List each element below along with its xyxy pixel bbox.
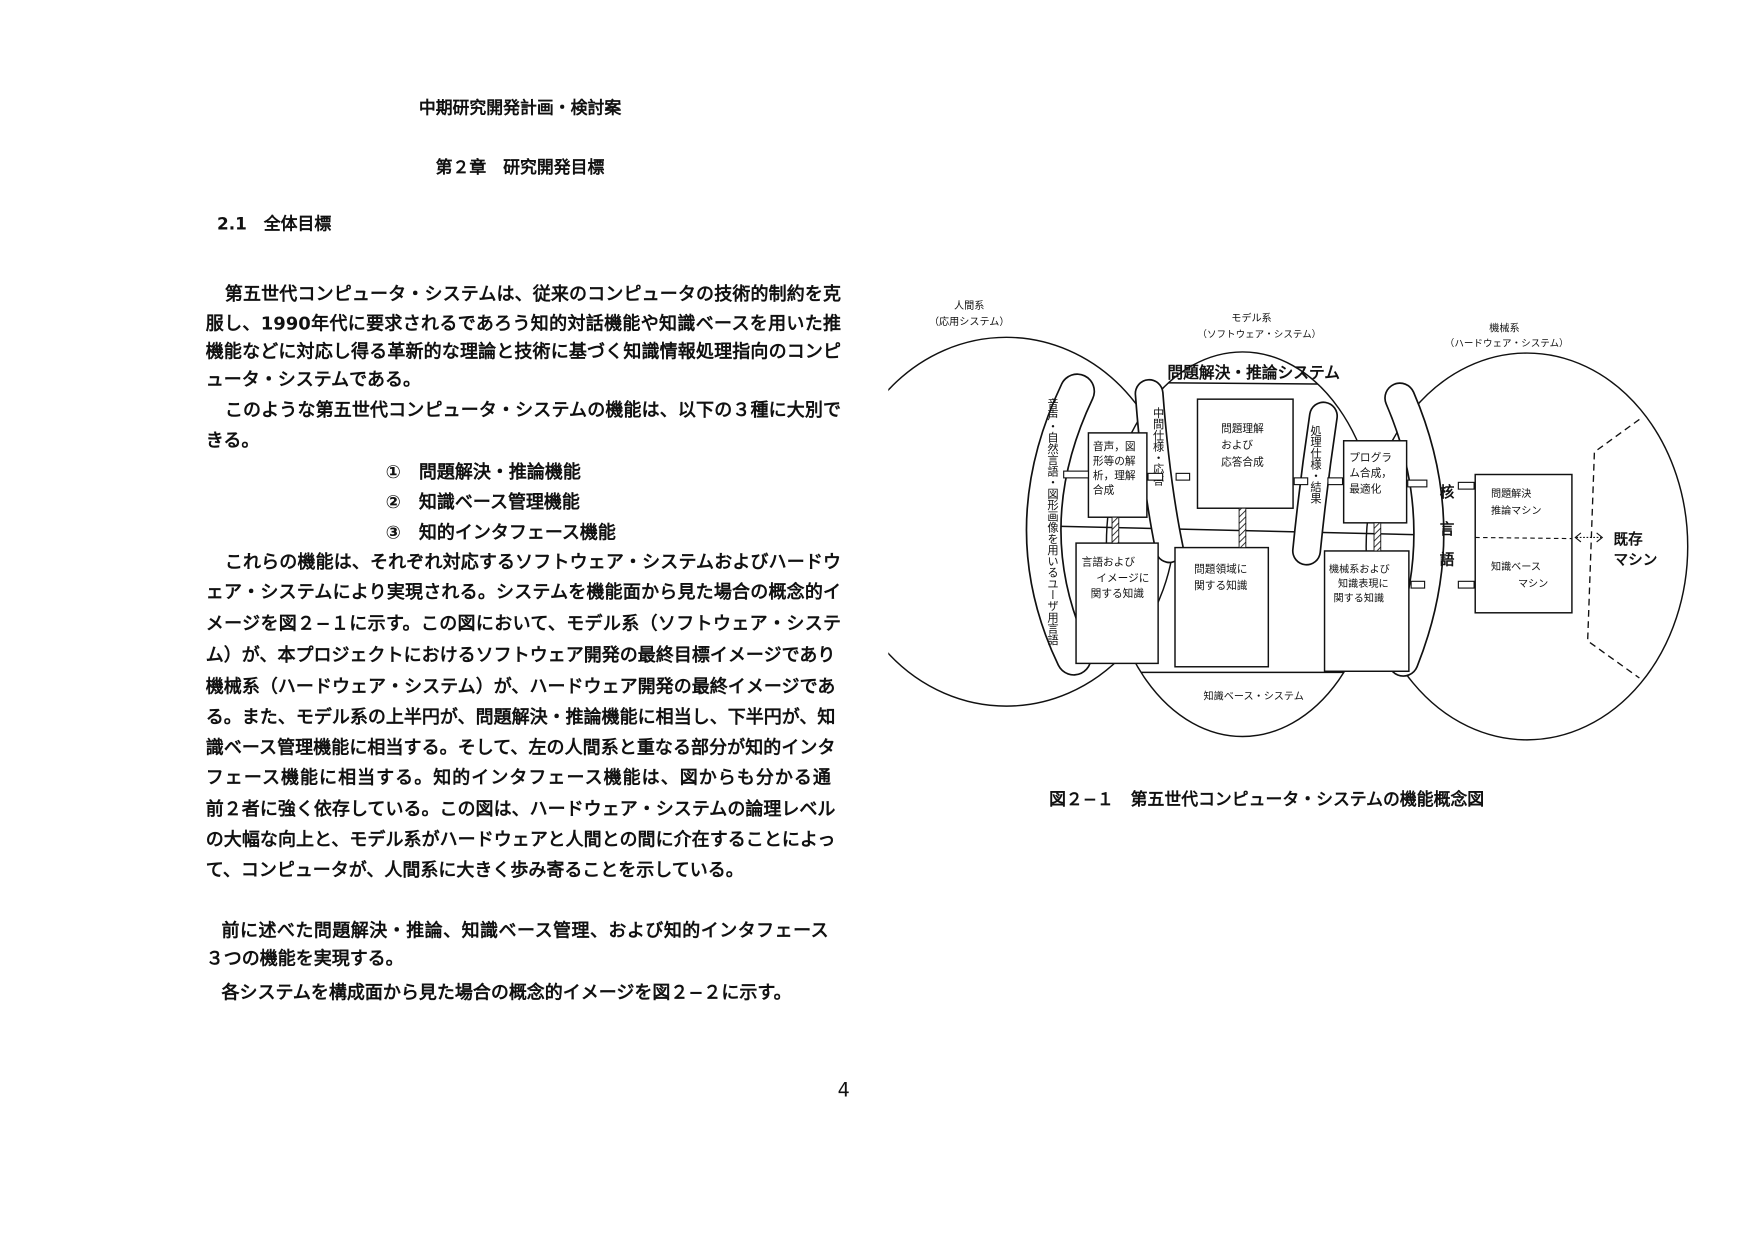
existing-machine-label: 既存 bbox=[1614, 530, 1644, 548]
analysis-line: 形等の解 bbox=[1093, 454, 1136, 467]
text-line: 第五世代コンピュータ・システムは、従来のコンピュータの技術的制約を克 bbox=[224, 283, 842, 305]
double-arrow-icon bbox=[1293, 477, 1309, 486]
machine-system-subtitle: （ハードウェア・システム） bbox=[1445, 337, 1569, 349]
text-line: 機能などに対応し得る革新的な理論と技術に基づく知識情報処理指向のコンピ bbox=[205, 340, 842, 363]
hatched-arrow-icon bbox=[1111, 516, 1120, 544]
chapter-heading: 第２章 研究開発目標 bbox=[435, 157, 605, 178]
machine-knowledge-line: 関する知識 bbox=[1334, 592, 1385, 605]
machine-system-circle bbox=[1365, 352, 1689, 741]
double-arrow-icon bbox=[1457, 481, 1475, 490]
list-item: ② 知識ベース管理機能 bbox=[385, 491, 580, 513]
list-item: ③ 知的インタフェース機能 bbox=[385, 521, 616, 544]
problem-understanding-line: および bbox=[1221, 439, 1253, 452]
problem-understanding-line: 応答合成 bbox=[1221, 456, 1264, 469]
double-arrow-icon bbox=[1410, 580, 1426, 589]
text-line: このような第五世代コンピュータ・システムの機能は、以下の３種に大別で bbox=[224, 399, 842, 421]
double-arrow-icon bbox=[1147, 472, 1164, 481]
language-knowledge-box bbox=[1075, 542, 1159, 665]
dotted-double-arrow-icon bbox=[1574, 532, 1604, 543]
kb-machine-line: マシン bbox=[1518, 579, 1548, 590]
double-arrow-icon bbox=[1175, 472, 1191, 481]
language-knowledge-line: 言語および bbox=[1082, 556, 1136, 569]
text-line: ム）が、本プロジェクトにおけるソフトウェア開発の最終目標イメージであり bbox=[205, 644, 836, 666]
existing-machine-label: マシン bbox=[1614, 551, 1658, 568]
machine-knowledge-line: 知識表現に bbox=[1338, 577, 1389, 590]
upper-system-label: 問題解決・推論システム bbox=[1167, 363, 1340, 382]
text-line: きる。 bbox=[205, 429, 260, 451]
program-synthesis-line: 最適化 bbox=[1349, 482, 1381, 495]
text-line: の大幅な向上と、モデル系がハードウェアと人間との間に介在することによっ bbox=[205, 828, 836, 851]
program-synthesis-box bbox=[1342, 440, 1408, 524]
text-line: 各システムを構成面から見た場合の概念的イメージを図２−２に示す。 bbox=[221, 981, 792, 1003]
document-title: 中期研究開発計画・検討案 bbox=[418, 97, 622, 119]
analysis-line: 音声，図 bbox=[1093, 440, 1136, 453]
text-line: 識ベース管理機能に相当する。そして、左の人間系と重なる部分が知的インタ bbox=[205, 736, 836, 758]
processing-spec-pill bbox=[1291, 401, 1339, 566]
double-arrow-icon bbox=[1327, 477, 1344, 486]
hatched-arrow-icon bbox=[1373, 522, 1382, 552]
problem-understanding-line: 問題理解 bbox=[1221, 422, 1264, 435]
intermediate-spec-label: 中間仕様・応答 bbox=[1152, 407, 1165, 486]
analysis-line: 合成 bbox=[1093, 484, 1115, 497]
user-language-label: 音声・自然言語・図形画像を用いるユーザ用言語 bbox=[1046, 397, 1059, 646]
text-line: 服し、1990年代に要求されるであろう知的対話機能や知識ベースを用いた推論 bbox=[205, 312, 842, 334]
text-line: これらの機能は、それぞれ対応するソフトウェア・システムおよびハードウ bbox=[224, 550, 842, 573]
text-line: 機械系（ハードウェア・システム）が、ハードウェア開発の最終イメージであ bbox=[205, 675, 836, 698]
machine-box bbox=[1474, 473, 1573, 614]
inference-machine-line: 問題解決 bbox=[1491, 487, 1531, 500]
hatched-arrow-icon bbox=[1238, 507, 1247, 549]
kernel-language-pill bbox=[1384, 382, 1445, 677]
existing-machine-boundary bbox=[1586, 418, 1640, 679]
text-line: ３つの機能を実現する。 bbox=[205, 947, 404, 970]
text-line: 前２者に強く依存している。この図は、ハードウェア・システムの論理レベル bbox=[205, 798, 836, 820]
text-line: る。また、モデル系の上半円が、問題解決・推論機能に相当し、下半円が、知 bbox=[205, 706, 836, 728]
machine-system-title: 機械系 bbox=[1489, 322, 1519, 335]
human-system-subtitle: （応用システム） bbox=[929, 315, 1010, 328]
user-language-pill bbox=[1025, 373, 1096, 676]
model-system-subtitle: （ソフトウェア・システム） bbox=[1197, 328, 1321, 340]
machine-box-divider bbox=[1475, 536, 1572, 540]
processing-spec-label: 処理仕様・結果 bbox=[1309, 425, 1322, 504]
program-synthesis-line: プログラ bbox=[1349, 451, 1392, 464]
machine-knowledge-line: 機械系および bbox=[1329, 562, 1390, 575]
double-arrow-icon bbox=[1407, 479, 1428, 488]
text-line: て、コンピュータが、人間系に大きく歩み寄ることを示している。 bbox=[205, 859, 744, 881]
program-synthesis-line: ム合成， bbox=[1349, 467, 1392, 480]
text-line: 前に述べた問題解決・推論、知識ベース管理、および知的インタフェースの bbox=[221, 919, 829, 942]
list-item: ① 問題解決・推論機能 bbox=[385, 461, 581, 483]
domain-knowledge-line: 問題領域に bbox=[1194, 562, 1247, 575]
problem-understanding-box bbox=[1196, 398, 1294, 509]
human-system-title: 人間系 bbox=[954, 300, 984, 312]
text-line: ェア・システムにより実現される。システムを機能面から見た場合の概念的イ bbox=[205, 581, 842, 603]
domain-knowledge-box bbox=[1174, 546, 1270, 668]
text-line: ュータ・システムである。 bbox=[205, 368, 421, 391]
kernel-language-char: 核 bbox=[1440, 483, 1455, 501]
inference-machine-line: 推論マシン bbox=[1491, 504, 1542, 517]
text-line: メージを図２−１に示す。この図において、モデル系（ソフトウェア・システ bbox=[205, 612, 842, 635]
text-line: フェース機能に相当する。知的インタフェース機能は、図からも分かる通り、 bbox=[205, 766, 831, 789]
kernel-language-char: 言 bbox=[1440, 520, 1455, 538]
machine-knowledge-box bbox=[1323, 550, 1410, 672]
model-system-title: モデル系 bbox=[1231, 312, 1271, 325]
domain-knowledge-line: 関する知識 bbox=[1194, 579, 1248, 592]
figure-caption: 図２−１ 第五世代コンピュータ・システムの機能概念図 bbox=[1049, 789, 1484, 809]
analysis-line: 析，理解 bbox=[1093, 469, 1136, 482]
language-knowledge-line: イメージに bbox=[1096, 571, 1149, 584]
lower-system-label: 知識ベース・システム bbox=[1204, 689, 1304, 702]
hollow-arrows bbox=[1063, 470, 1475, 589]
language-knowledge-line: 関する知識 bbox=[1091, 587, 1145, 600]
section-heading: 2.1 全体目標 bbox=[217, 213, 332, 234]
page-number: 4 bbox=[837, 1079, 850, 1102]
kb-machine-line: 知識ベース bbox=[1491, 560, 1541, 573]
double-arrow-icon bbox=[1063, 470, 1089, 479]
double-arrow-icon bbox=[1457, 580, 1475, 589]
analysis-box bbox=[1087, 432, 1148, 518]
kernel-language-char: 語 bbox=[1440, 550, 1455, 568]
